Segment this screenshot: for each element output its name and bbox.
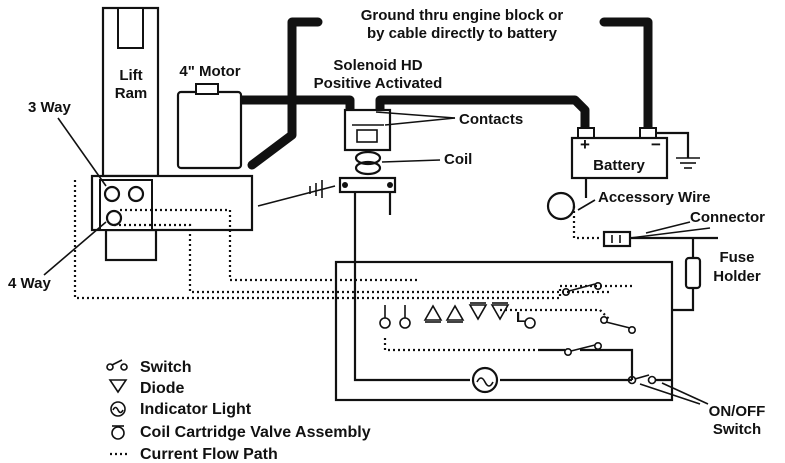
fuse-holder-label-1: Fuse — [719, 249, 754, 266]
flow-path-3way — [120, 208, 420, 282]
contacts-pointer-2 — [384, 117, 456, 126]
solenoid-to-indicator-wire — [353, 192, 470, 382]
lift-ram — [101, 6, 160, 262]
on-off-switch — [627, 374, 672, 385]
legend-coil-cartridge-icon — [111, 425, 125, 440]
solenoid-label-1: Solenoid HD — [333, 57, 422, 74]
flow-path-panel-mid — [500, 308, 611, 321]
three-way-pointer — [57, 117, 107, 187]
legend-current-flow-text: Current Flow Path — [140, 446, 278, 463]
legend-switch-icon — [106, 359, 128, 371]
lift-ram-label-2: Ram — [115, 85, 148, 102]
panel-coil-cartridges — [379, 305, 536, 329]
battery-plus: + — [580, 135, 590, 154]
panel-switch-middle — [599, 315, 636, 334]
ground-label-2: by cable directly to battery — [367, 25, 558, 42]
panel-letter: L — [516, 309, 525, 326]
accessory-wire-path — [572, 206, 602, 240]
fuse-holder — [672, 238, 702, 312]
motor-label: 4" Motor — [179, 63, 240, 80]
coil-pointer — [381, 159, 441, 163]
panel-switch-top — [561, 281, 602, 296]
accessory-wire-label: Accessory Wire — [598, 189, 710, 206]
legend-coil-text: Coil Cartridge Valve Assembly — [140, 424, 371, 441]
accessory-switch — [546, 191, 576, 221]
on-off-label-1: ON/OFF — [709, 403, 766, 420]
lift-ram-label-1: Lift — [119, 67, 142, 84]
solenoid-ground-symbol — [257, 180, 336, 207]
fuse-holder-label-2: Holder — [713, 268, 761, 285]
connector-label: Connector — [690, 209, 765, 226]
panel-switch-wire-2 — [580, 348, 634, 380]
four-way-label: 4 Way — [8, 275, 51, 292]
four-way-pointer — [43, 221, 107, 276]
ground-cable-left — [247, 17, 323, 170]
on-off-label-2: Switch — [713, 421, 761, 438]
flow-path-panel-low — [383, 338, 540, 352]
solenoid — [338, 108, 397, 194]
legend: Switch Diode Indicator Light Coil Cartri… — [106, 359, 371, 463]
legend-switch-text: Switch — [140, 359, 192, 376]
battery — [570, 127, 669, 180]
battery-minus: − — [651, 135, 661, 154]
panel-diodes — [423, 302, 510, 323]
motor — [176, 83, 243, 170]
ground-label-1: Ground thru engine block or — [361, 7, 564, 24]
motor-cable — [235, 95, 355, 117]
battery-ground-symbol — [656, 131, 700, 169]
connector — [602, 230, 632, 248]
ground-cable-right — [599, 17, 653, 133]
indicator-light — [471, 366, 499, 394]
flow-path-upper — [73, 180, 632, 300]
contacts-label: Contacts — [459, 111, 523, 128]
battery-label: Battery — [593, 157, 645, 174]
valve-block — [90, 174, 254, 232]
three-way-label: 3 Way — [28, 99, 71, 116]
solenoid-label-2: Positive Activated — [314, 75, 443, 92]
legend-diode-icon — [108, 379, 128, 394]
panel-switch-bottom — [563, 341, 602, 356]
legend-indicator-text: Indicator Light — [140, 401, 252, 418]
legend-diode-text: Diode — [140, 380, 185, 397]
legend-indicator-light-icon — [110, 401, 126, 417]
coil-label: Coil — [444, 151, 472, 168]
battery-positive-cable — [375, 95, 590, 133]
contacts-pointer-1 — [375, 111, 456, 119]
